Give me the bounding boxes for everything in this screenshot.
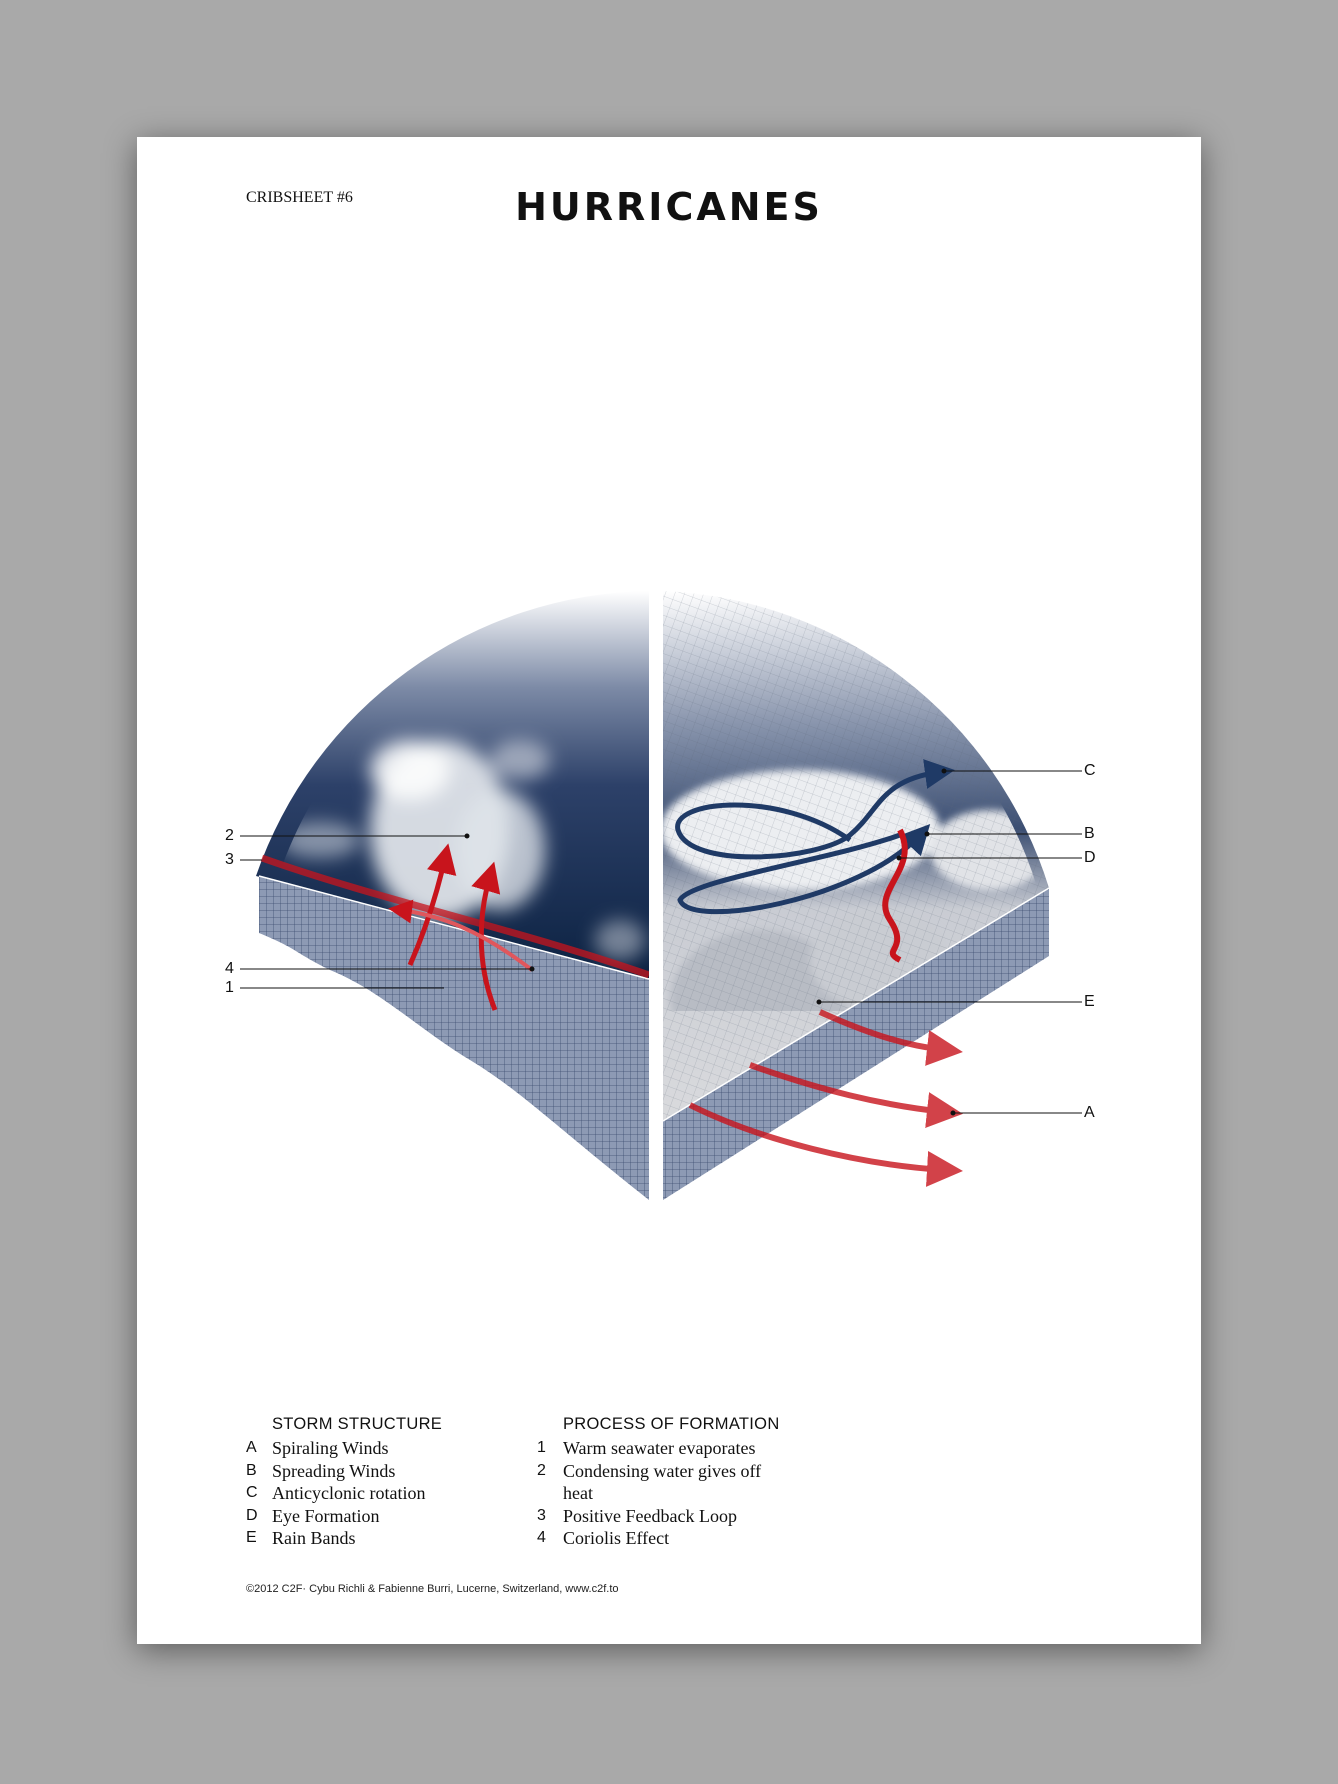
hurricane-cross-section-illustration <box>240 580 1082 1220</box>
legend-item: 4 Coriolis Effect <box>537 1527 780 1550</box>
legend-item: A Spiraling Winds <box>246 1437 442 1460</box>
legend-item: B Spreading Winds <box>246 1460 442 1483</box>
label-2: 2 <box>225 827 234 844</box>
legend-key: 2 <box>537 1461 546 1479</box>
legend-text: Eye Formation <box>272 1505 380 1526</box>
legend-text: Warm seawater evaporates <box>563 1438 756 1458</box>
legend-key: D <box>246 1506 258 1524</box>
label-c: C <box>1084 762 1096 779</box>
legend-item: D Eye Formation <box>246 1505 442 1528</box>
label-b: B <box>1084 825 1095 842</box>
legend-item: 3 Positive Feedback Loop <box>537 1505 780 1528</box>
legend-text: Coriolis Effect <box>563 1528 670 1548</box>
cribsheet-number: CRIBSHEET #6 <box>246 189 353 206</box>
legend-text: Anticyclonic rotation <box>272 1483 426 1503</box>
legend-item: 2 Condensing water gives off heat <box>537 1460 780 1505</box>
legend-heading: STORM STRUCTURE <box>272 1415 443 1433</box>
label-4: 4 <box>225 960 234 977</box>
label-1: 1 <box>225 979 234 996</box>
poster-title: HURRICANES <box>515 185 823 229</box>
legend-text: Condensing water gives off heat <box>563 1460 762 1504</box>
label-e: E <box>1084 993 1095 1010</box>
left-ocean-slab <box>259 876 649 1200</box>
copyright-footer: ©2012 C2F· Cybu Richli & Fabienne Burri,… <box>246 1583 619 1595</box>
legend-text: Spiraling Winds <box>272 1438 389 1458</box>
legend-key: B <box>246 1461 257 1479</box>
legend-key: E <box>246 1529 257 1546</box>
left-half-cloud-formation <box>256 591 651 1200</box>
legend-process-of-formation: PROCESS OF FORMATION 1 Warm seawater evap… <box>537 1415 780 1550</box>
poster-sheet: CRIBSHEET #6 HURRICANES <box>137 137 1201 1644</box>
legend-key: 3 <box>537 1506 546 1524</box>
label-a: A <box>1084 1104 1095 1121</box>
legend-text: Rain Bands <box>272 1528 356 1548</box>
legend-key: 4 <box>537 1529 546 1546</box>
legend-item: C Anticyclonic rotation <box>246 1482 442 1505</box>
legend-item: E Rain Bands <box>246 1527 442 1550</box>
legend-text: Spreading Winds <box>272 1460 396 1481</box>
legend-item: 1 Warm seawater evaporates <box>537 1437 780 1460</box>
legend-storm-structure: STORM STRUCTURE A Spiraling Winds B Spread… <box>246 1415 442 1550</box>
legend-key: 1 <box>537 1439 546 1456</box>
legend-text: Positive Feedback Loop <box>563 1505 737 1526</box>
right-half-storm-structure <box>662 591 1050 1200</box>
label-3: 3 <box>225 851 234 868</box>
label-d: D <box>1084 849 1096 866</box>
legend-key: C <box>246 1484 258 1501</box>
legend-key: A <box>246 1439 257 1456</box>
legend-heading: PROCESS OF FORMATION <box>563 1415 780 1433</box>
right-ocean-slab <box>663 888 1049 1200</box>
clouds <box>280 740 645 960</box>
leader-lines <box>240 768 1082 1116</box>
